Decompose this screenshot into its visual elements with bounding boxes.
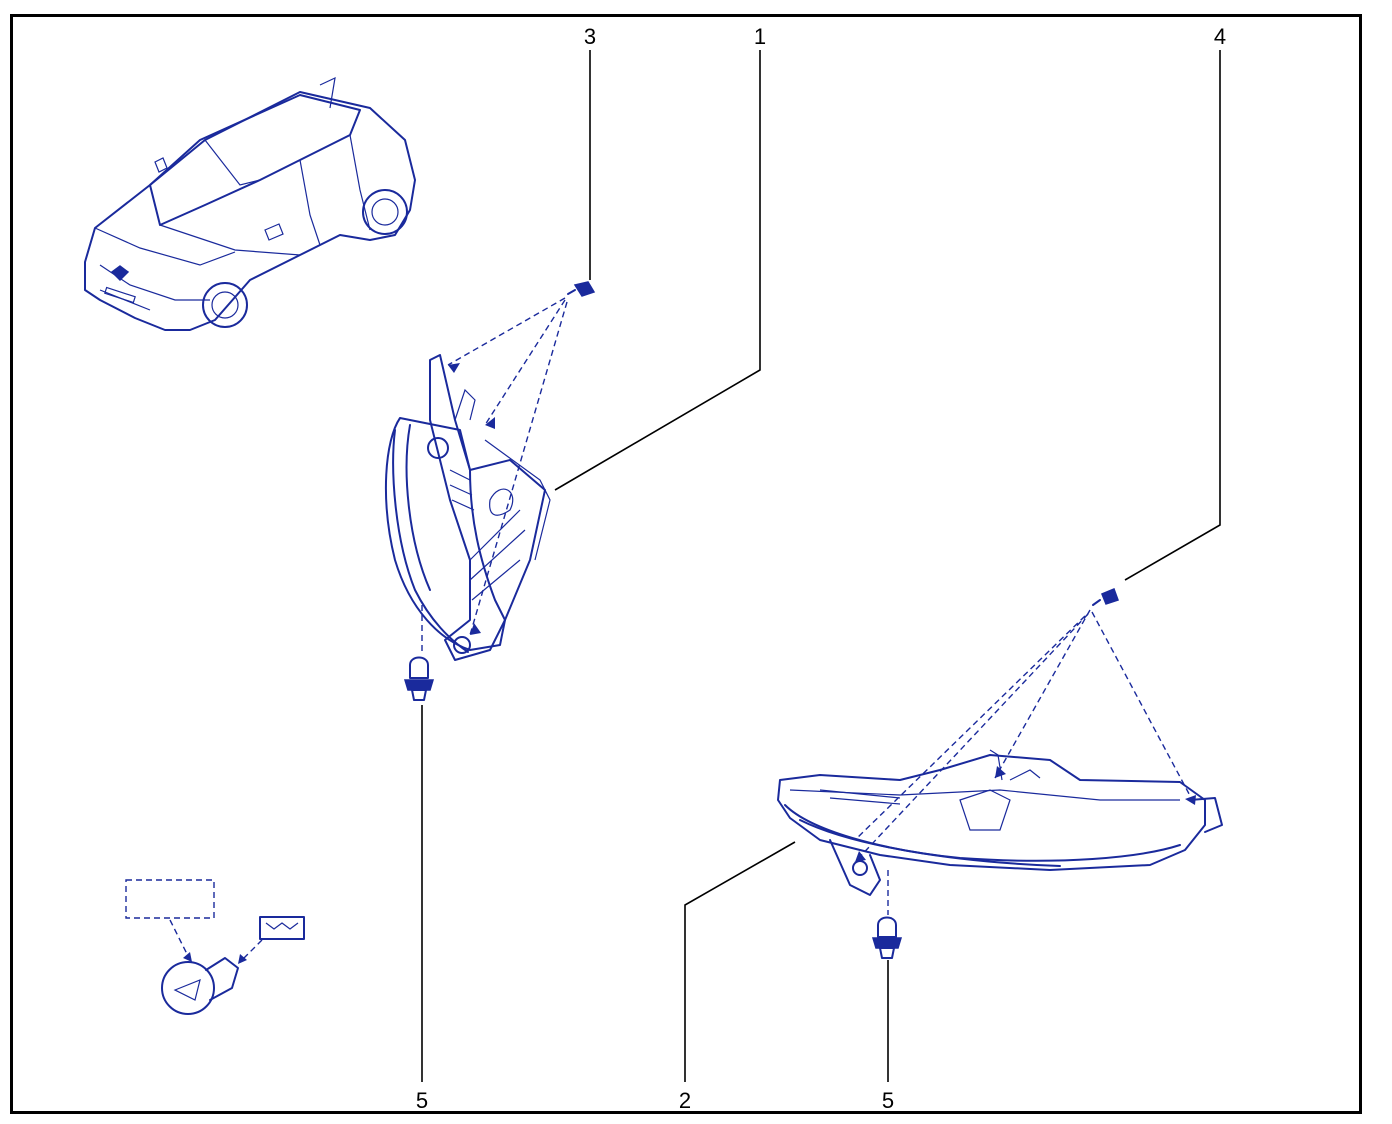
right-assembly-dashes xyxy=(854,609,1196,915)
bulb-icon xyxy=(125,879,305,1015)
car-overview-icon xyxy=(84,76,416,331)
clip-icon-left xyxy=(403,656,435,701)
callout-1: 1 xyxy=(754,24,766,49)
left-lamp-unit xyxy=(384,354,551,661)
left-assembly-dashes xyxy=(421,297,568,655)
clip-icon-right xyxy=(871,916,903,959)
leader-lines xyxy=(421,50,1221,1082)
callout-2: 2 xyxy=(679,1088,691,1113)
callout-4: 4 xyxy=(1214,24,1226,49)
callout-3: 3 xyxy=(584,24,596,49)
callout-5-right: 5 xyxy=(882,1088,894,1113)
callout-5-left: 5 xyxy=(416,1088,428,1113)
right-lamp-unit xyxy=(777,749,1223,896)
screw-icon-right xyxy=(1092,588,1119,606)
diagram-frame xyxy=(10,14,1362,1114)
screw-icon-left xyxy=(567,281,596,297)
